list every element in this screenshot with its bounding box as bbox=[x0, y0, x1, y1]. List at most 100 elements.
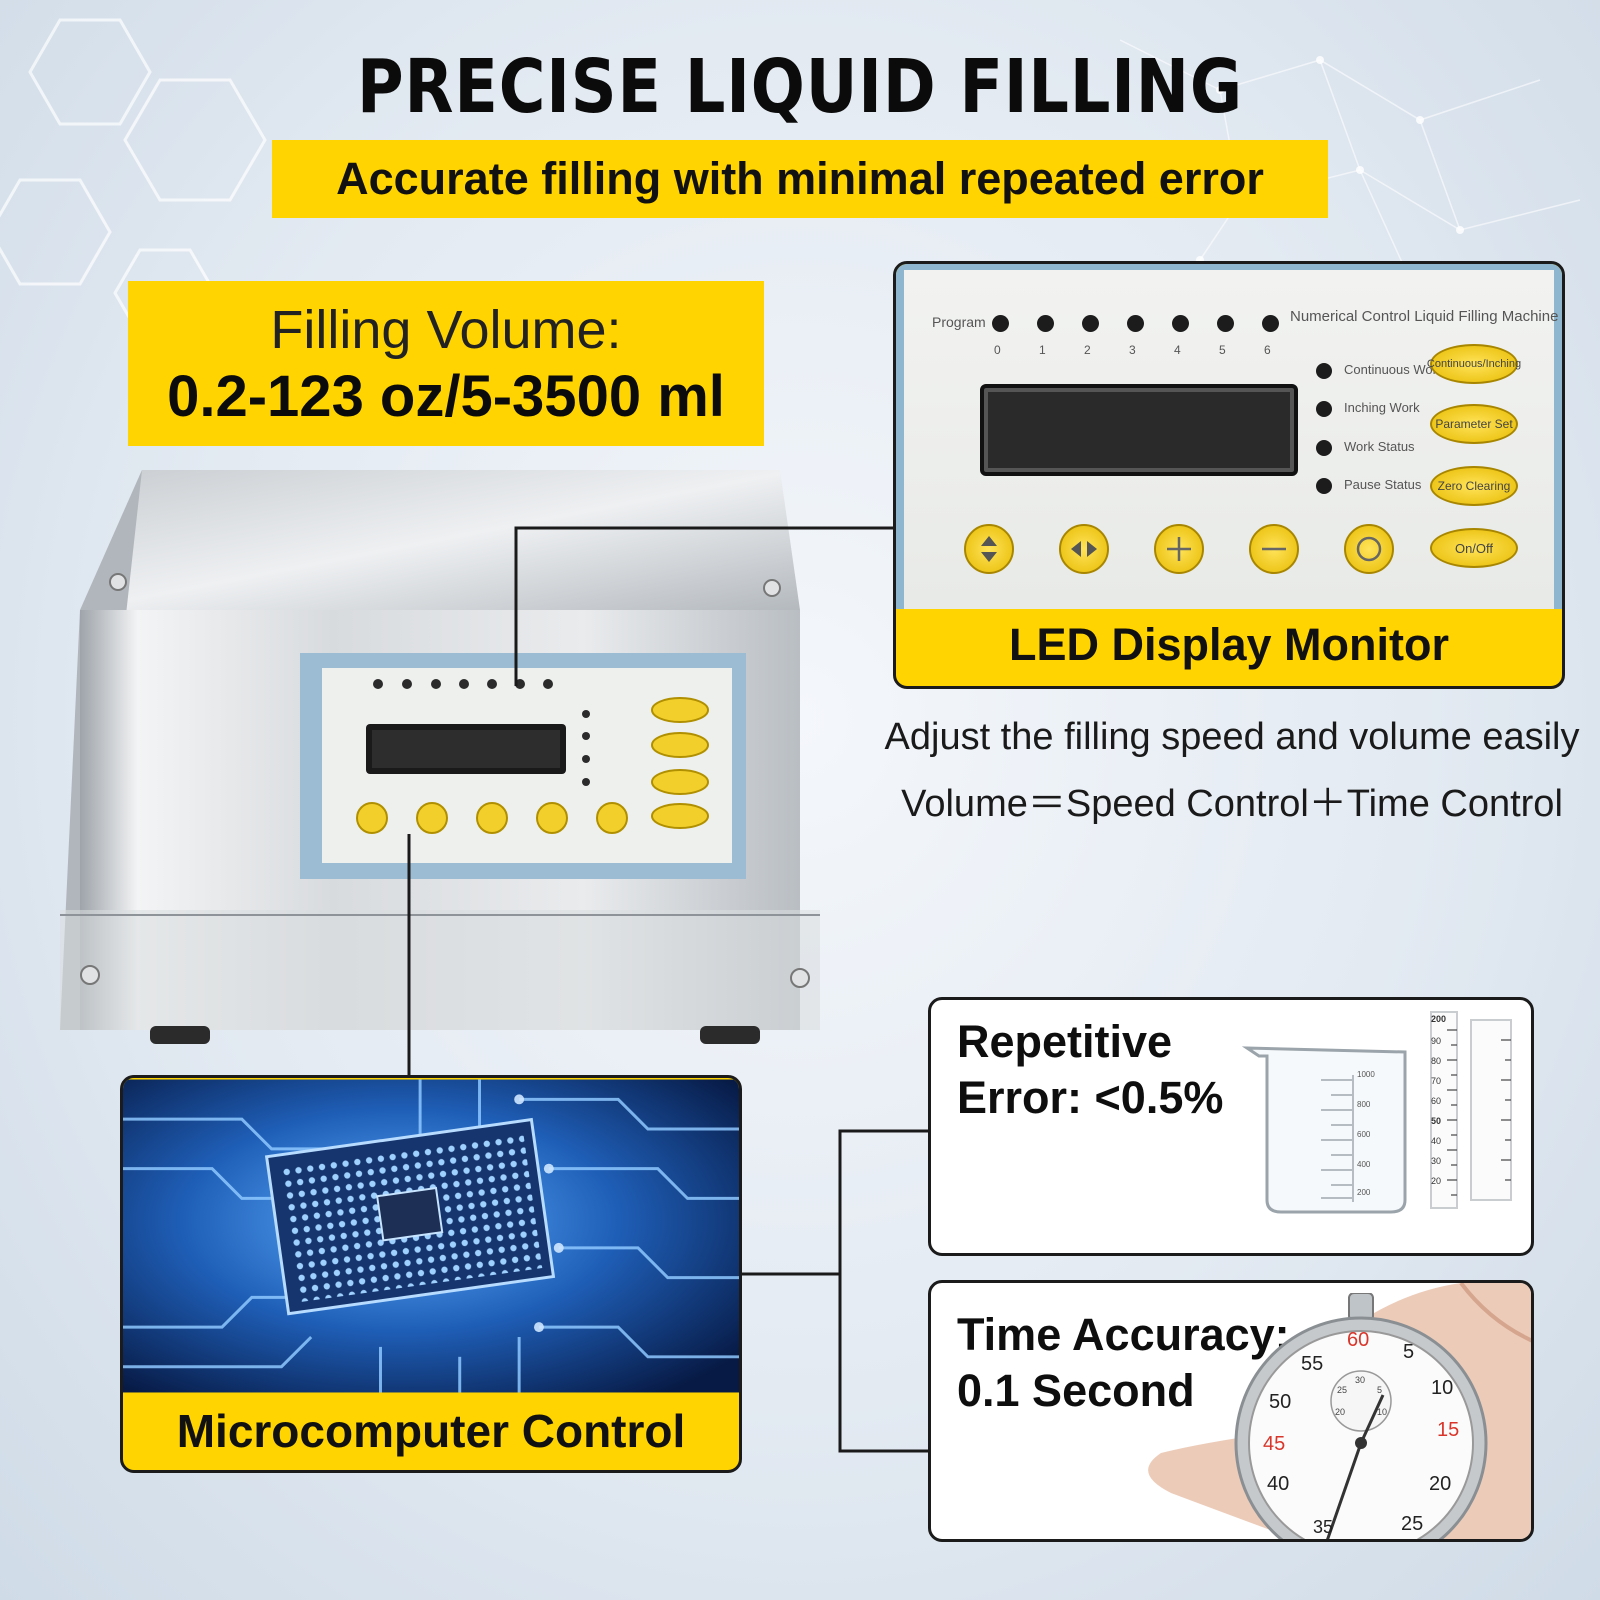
subtitle-banner: Accurate filling with minimal repeated e… bbox=[272, 140, 1328, 218]
circle-button[interactable] bbox=[1344, 524, 1394, 574]
beaker-marks: 1000 800 600 400 200 bbox=[1357, 1070, 1397, 1210]
program-number: 0 bbox=[994, 343, 1001, 357]
beaker-icon bbox=[1241, 1046, 1407, 1214]
ruler-marks: 200 90 80 70 60 50 40 30 20 bbox=[1431, 1014, 1449, 1210]
on-off-button[interactable]: On/Off bbox=[1430, 528, 1518, 568]
led-display-card: Program Numerical Control Liquid Filling… bbox=[893, 261, 1565, 689]
repetitive-error-card: Repetitive Error: <0.5% 1000 800 600 400… bbox=[928, 997, 1534, 1256]
ruler-mark: 90 bbox=[1431, 1036, 1442, 1046]
dial-number: 40 bbox=[1267, 1473, 1290, 1495]
minus-icon bbox=[1262, 547, 1286, 551]
program-led bbox=[1217, 315, 1234, 332]
parameter-set-label: Parameter Set bbox=[1435, 417, 1513, 431]
dial-number: 25 bbox=[1401, 1513, 1424, 1535]
dial-number: 50 bbox=[1269, 1391, 1292, 1413]
program-number: 1 bbox=[1039, 343, 1046, 357]
page-title: PRECISE LIQUID FILLING bbox=[357, 44, 1243, 130]
subdial-number: 5 bbox=[1377, 1385, 1383, 1395]
program-led bbox=[1262, 315, 1279, 332]
stopwatch-dial-numbers: 60 5 10 15 20 25 35 40 45 50 55 30 25 5 … bbox=[1231, 1293, 1491, 1539]
plus-icon bbox=[1167, 537, 1191, 561]
error-line2: Error: <0.5% bbox=[957, 1072, 1224, 1123]
status-label-inching: Inching Work bbox=[1344, 400, 1420, 415]
program-led bbox=[1082, 315, 1099, 332]
dial-number: 60 bbox=[1347, 1329, 1370, 1351]
status-indicator-list: Continuous Work Inching Work Work Status… bbox=[1316, 360, 1443, 500]
led-display-caption: LED Display Monitor bbox=[1008, 618, 1450, 670]
ruler-mark: 50 bbox=[1431, 1116, 1442, 1126]
time-accuracy-card: Time Accuracy: 0.1 Second 60 5 10 15 20 … bbox=[928, 1280, 1534, 1542]
up-down-arrows-icon bbox=[981, 536, 997, 562]
error-line1: Repetitive bbox=[957, 1016, 1173, 1067]
minus-button[interactable] bbox=[1249, 524, 1299, 574]
ruler-mark: 80 bbox=[1431, 1056, 1442, 1066]
program-led bbox=[1037, 315, 1054, 332]
dial-number: 10 bbox=[1431, 1377, 1454, 1399]
zero-clearing-label: Zero Clearing bbox=[1437, 479, 1511, 493]
filling-volume-value: 0.2-123 oz/5-3500 ml bbox=[167, 364, 725, 429]
circuit-chip-image bbox=[123, 1079, 739, 1393]
status-led bbox=[1316, 363, 1332, 379]
program-led bbox=[992, 315, 1009, 332]
control-panel-closeup: Program Numerical Control Liquid Filling… bbox=[896, 264, 1562, 609]
time-line1: Time Accuracy: bbox=[957, 1309, 1290, 1360]
program-number: 3 bbox=[1129, 343, 1136, 357]
machine-name-label: Numerical Control Liquid Filling Machine bbox=[1290, 308, 1559, 325]
zero-clearing-button[interactable]: Zero Clearing bbox=[1430, 466, 1518, 506]
program-number: 6 bbox=[1264, 343, 1271, 357]
status-led bbox=[1316, 401, 1332, 417]
beaker-mark: 1000 bbox=[1357, 1070, 1375, 1079]
lcd-screen bbox=[980, 384, 1298, 476]
measuring-cylinder-icon bbox=[1430, 1011, 1512, 1209]
program-label: Program bbox=[932, 314, 986, 330]
plus-button[interactable] bbox=[1154, 524, 1204, 574]
subdial-number: 20 bbox=[1335, 1407, 1346, 1417]
subdial-number: 30 bbox=[1355, 1375, 1366, 1385]
on-off-label: On/Off bbox=[1454, 540, 1494, 556]
circle-icon bbox=[1356, 536, 1382, 562]
ruler-mark: 60 bbox=[1431, 1096, 1442, 1106]
continuous-inching-label: Continuous/Inching bbox=[1426, 358, 1522, 370]
beaker-mark: 400 bbox=[1357, 1160, 1371, 1169]
status-label-continuous: Continuous Work bbox=[1344, 362, 1444, 377]
microcomputer-card: Microcomputer Control bbox=[120, 1075, 742, 1473]
left-right-arrows-icon bbox=[1071, 541, 1097, 557]
dial-number: 45 bbox=[1263, 1433, 1286, 1455]
subtitle-text: Accurate filling with minimal repeated e… bbox=[336, 153, 1264, 204]
ruler-mark: 200 bbox=[1431, 1014, 1447, 1024]
program-led bbox=[1127, 315, 1144, 332]
program-led bbox=[1172, 315, 1189, 332]
parameter-set-button[interactable]: Parameter Set bbox=[1430, 404, 1518, 444]
filling-machine-illustration bbox=[60, 470, 820, 1044]
dial-number: 5 bbox=[1403, 1341, 1415, 1363]
dial-number: 35 bbox=[1313, 1517, 1334, 1537]
ruler-mark: 20 bbox=[1431, 1176, 1442, 1186]
beaker-mark: 600 bbox=[1357, 1130, 1371, 1139]
beaker-mark: 200 bbox=[1357, 1188, 1371, 1197]
dial-number: 55 bbox=[1301, 1353, 1324, 1375]
program-indicator-row: 0 1 2 3 4 5 6 bbox=[992, 308, 1292, 368]
left-right-button[interactable] bbox=[1059, 524, 1109, 574]
dial-number: 15 bbox=[1437, 1419, 1460, 1441]
ruler-mark: 30 bbox=[1431, 1156, 1442, 1166]
stopwatch-icon bbox=[1234, 1293, 1488, 1539]
status-led bbox=[1316, 478, 1332, 494]
time-line2: 0.1 Second bbox=[957, 1365, 1195, 1416]
filling-volume-label: Filling Volume: bbox=[270, 300, 622, 360]
status-led bbox=[1316, 440, 1332, 456]
continuous-inching-button[interactable]: Continuous/Inching bbox=[1426, 344, 1522, 384]
ruler-mark: 70 bbox=[1431, 1076, 1442, 1086]
adjust-note-line1: Adjust the filling speed and volume easi… bbox=[884, 716, 1580, 758]
program-number: 2 bbox=[1084, 343, 1091, 357]
filling-volume-box: Filling Volume: 0.2-123 oz/5-3500 ml bbox=[128, 281, 764, 446]
subdial-number: 10 bbox=[1377, 1407, 1388, 1417]
dial-number: 20 bbox=[1429, 1473, 1452, 1495]
program-number: 5 bbox=[1219, 343, 1226, 357]
up-down-button[interactable] bbox=[964, 524, 1014, 574]
program-number: 4 bbox=[1174, 343, 1181, 357]
status-label-work: Work Status bbox=[1344, 439, 1415, 454]
microcomputer-caption: Microcomputer Control bbox=[176, 1404, 686, 1457]
ruler-mark: 40 bbox=[1431, 1136, 1442, 1146]
status-label-pause: Pause Status bbox=[1344, 477, 1422, 492]
